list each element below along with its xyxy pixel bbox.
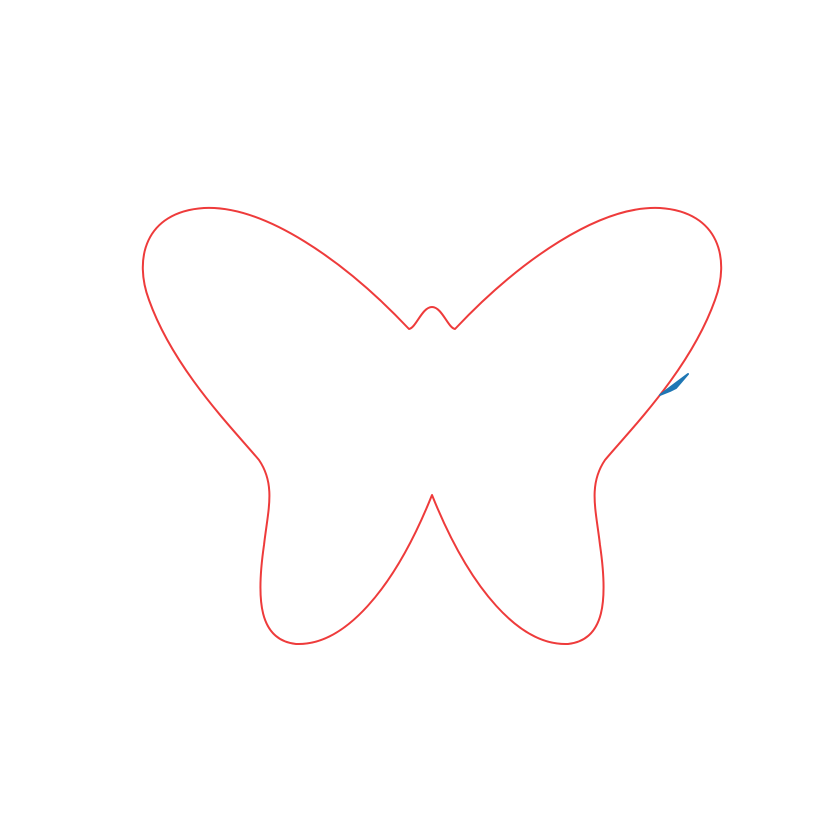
butterfly-outline xyxy=(141,206,723,646)
arrow-mark xyxy=(659,373,689,396)
